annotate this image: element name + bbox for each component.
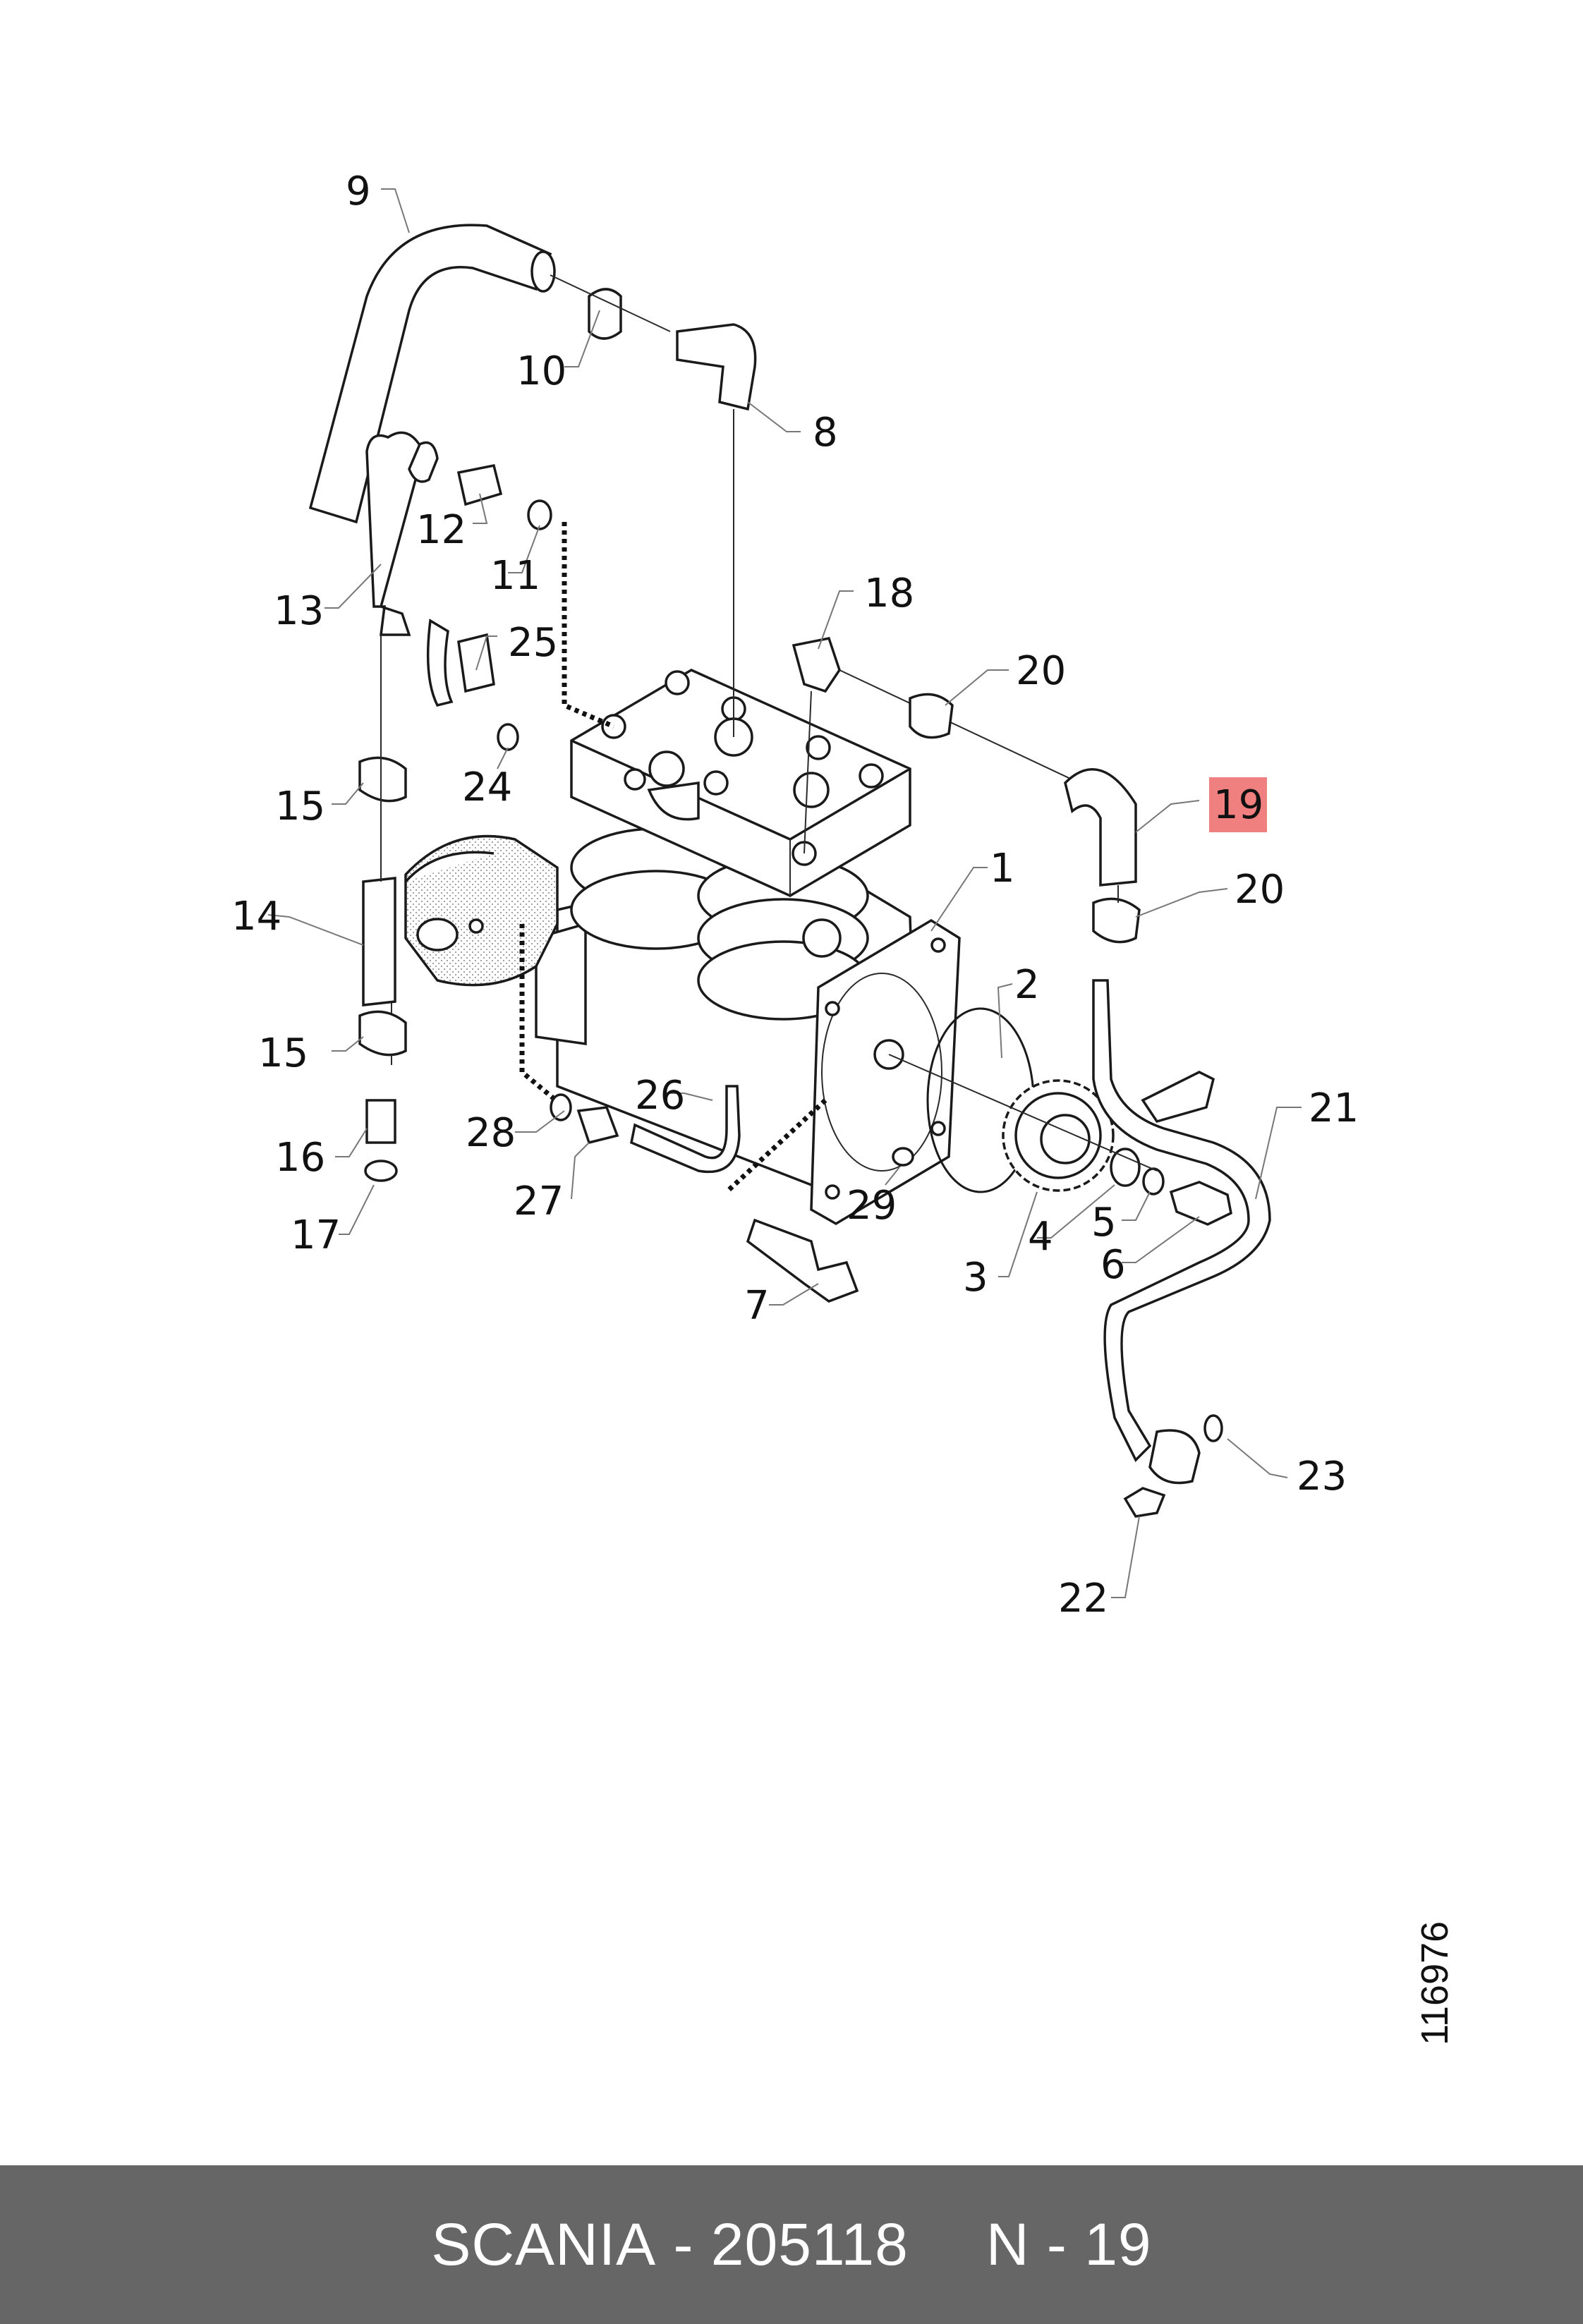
footer-brand: SCANIA (431, 2211, 657, 2277)
callout-7: 7 (744, 1283, 770, 1329)
callout-labels: 9 10 8 12 11 13 25 24 18 20 19 20 15 14 … (231, 169, 1359, 1622)
washer-24 (497, 723, 519, 751)
callout-25: 25 (508, 620, 558, 666)
pipe-flange (1148, 1429, 1201, 1485)
washer (1142, 1167, 1165, 1196)
seal-23 (1203, 1414, 1223, 1442)
highlight-box (1209, 777, 1267, 832)
hose-clamp (1092, 897, 1141, 944)
hose-clamp (588, 288, 622, 340)
oil-housing (404, 834, 559, 987)
fitting-27 (576, 1106, 619, 1145)
hose-19 (1064, 768, 1137, 887)
elbow-fitting-18 (792, 636, 841, 693)
callout-17: 17 (291, 1212, 341, 1258)
callout-26: 26 (635, 1073, 685, 1119)
callout-4: 4 (1028, 1214, 1053, 1260)
bolt-7 (746, 1218, 859, 1303)
catalog-number: 116976 (1414, 1921, 1456, 2045)
compressor-body (535, 669, 961, 1226)
callout-13: 13 (274, 588, 324, 634)
pipe-13 (365, 431, 425, 636)
callout-9: 9 (346, 169, 371, 214)
footer-position-prefix: N (985, 2211, 1030, 2277)
callout-10: 10 (516, 348, 566, 394)
pipe-21 (1092, 979, 1271, 1462)
callout-12: 12 (416, 507, 466, 553)
callout-11: 11 (490, 553, 540, 599)
callout-19-highlighted: 19 (1213, 782, 1263, 828)
fitting-25 (457, 633, 495, 693)
leader-lines (267, 188, 1302, 1598)
callout-24: 24 (462, 765, 512, 810)
hose-clamp (358, 1010, 407, 1057)
washer-29 (892, 1147, 914, 1167)
callout-3: 3 (963, 1255, 988, 1301)
callout-29: 29 (847, 1183, 897, 1229)
callout-16: 16 (275, 1135, 325, 1181)
callout-5: 5 (1091, 1200, 1117, 1246)
bracket (1141, 1071, 1215, 1124)
gear-bolt (1169, 1181, 1232, 1226)
pipe-25 (426, 619, 454, 707)
footer-part-number: 205118 (710, 2211, 909, 2277)
elbow-fitting (676, 323, 757, 411)
drive-gear (1002, 1079, 1115, 1192)
hose-14 (362, 877, 396, 1006)
callout-15: 15 (258, 1030, 308, 1076)
union-16 (365, 1099, 396, 1144)
callout-23: 23 (1297, 1454, 1347, 1499)
pipe-26 (630, 1085, 741, 1174)
exploded-parts-diagram: 9 10 8 12 11 13 25 24 18 20 19 20 15 14 … (231, 169, 1359, 1622)
callout-22: 22 (1058, 1576, 1108, 1622)
footer-position-separator: - (1046, 2211, 1067, 2277)
callout-1: 1 (990, 846, 1015, 892)
callout-20: 20 (1235, 867, 1285, 913)
hose-clamp (909, 693, 954, 739)
seal-ring (364, 1160, 398, 1182)
callout-15: 15 (275, 784, 325, 829)
callout-8: 8 (813, 410, 838, 456)
washer-11 (527, 499, 552, 530)
washer (1110, 1148, 1141, 1187)
catalog-number-text: 116976 (1414, 1921, 1456, 2045)
footer-separator: - (673, 2211, 694, 2277)
callout-18: 18 (864, 571, 914, 616)
callout-28: 28 (466, 1110, 516, 1156)
callout-2: 2 (1014, 962, 1040, 1008)
footer-bar: SCANIA - 205118 N - 19 (0, 2165, 1583, 2324)
callout-27: 27 (514, 1179, 564, 1224)
fitting-12 (456, 463, 503, 506)
callout-20: 20 (1016, 648, 1066, 694)
washer-28 (550, 1093, 572, 1121)
callout-6: 6 (1100, 1242, 1126, 1288)
callout-14: 14 (231, 894, 281, 939)
bolt-22 (1123, 1487, 1166, 1518)
hose-clamp (358, 756, 407, 803)
callout-21: 21 (1309, 1085, 1359, 1131)
footer-position-number: 19 (1084, 2211, 1152, 2277)
